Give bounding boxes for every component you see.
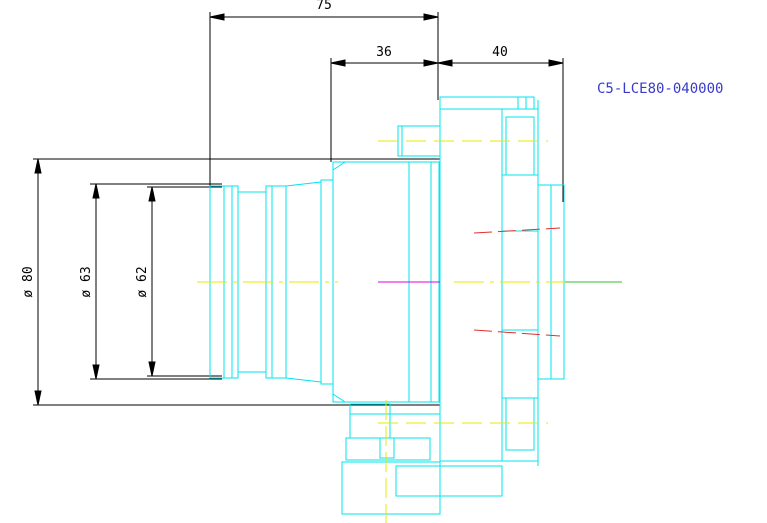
dim-diameter-63: ø 63 (79, 266, 94, 297)
dim-overall-length: 75 (316, 0, 332, 13)
dim-flange-length: 40 (492, 45, 508, 60)
part-outline (209, 96, 565, 515)
center-lines (197, 140, 622, 523)
dim-diameter-62: ø 62 (135, 266, 150, 297)
dim-diameter-80: ø 80 (21, 266, 36, 297)
dimension-lines (33, 12, 564, 406)
part-number-label: C5-LCE80-040000 (597, 81, 723, 97)
dim-body-length: 36 (376, 45, 392, 60)
